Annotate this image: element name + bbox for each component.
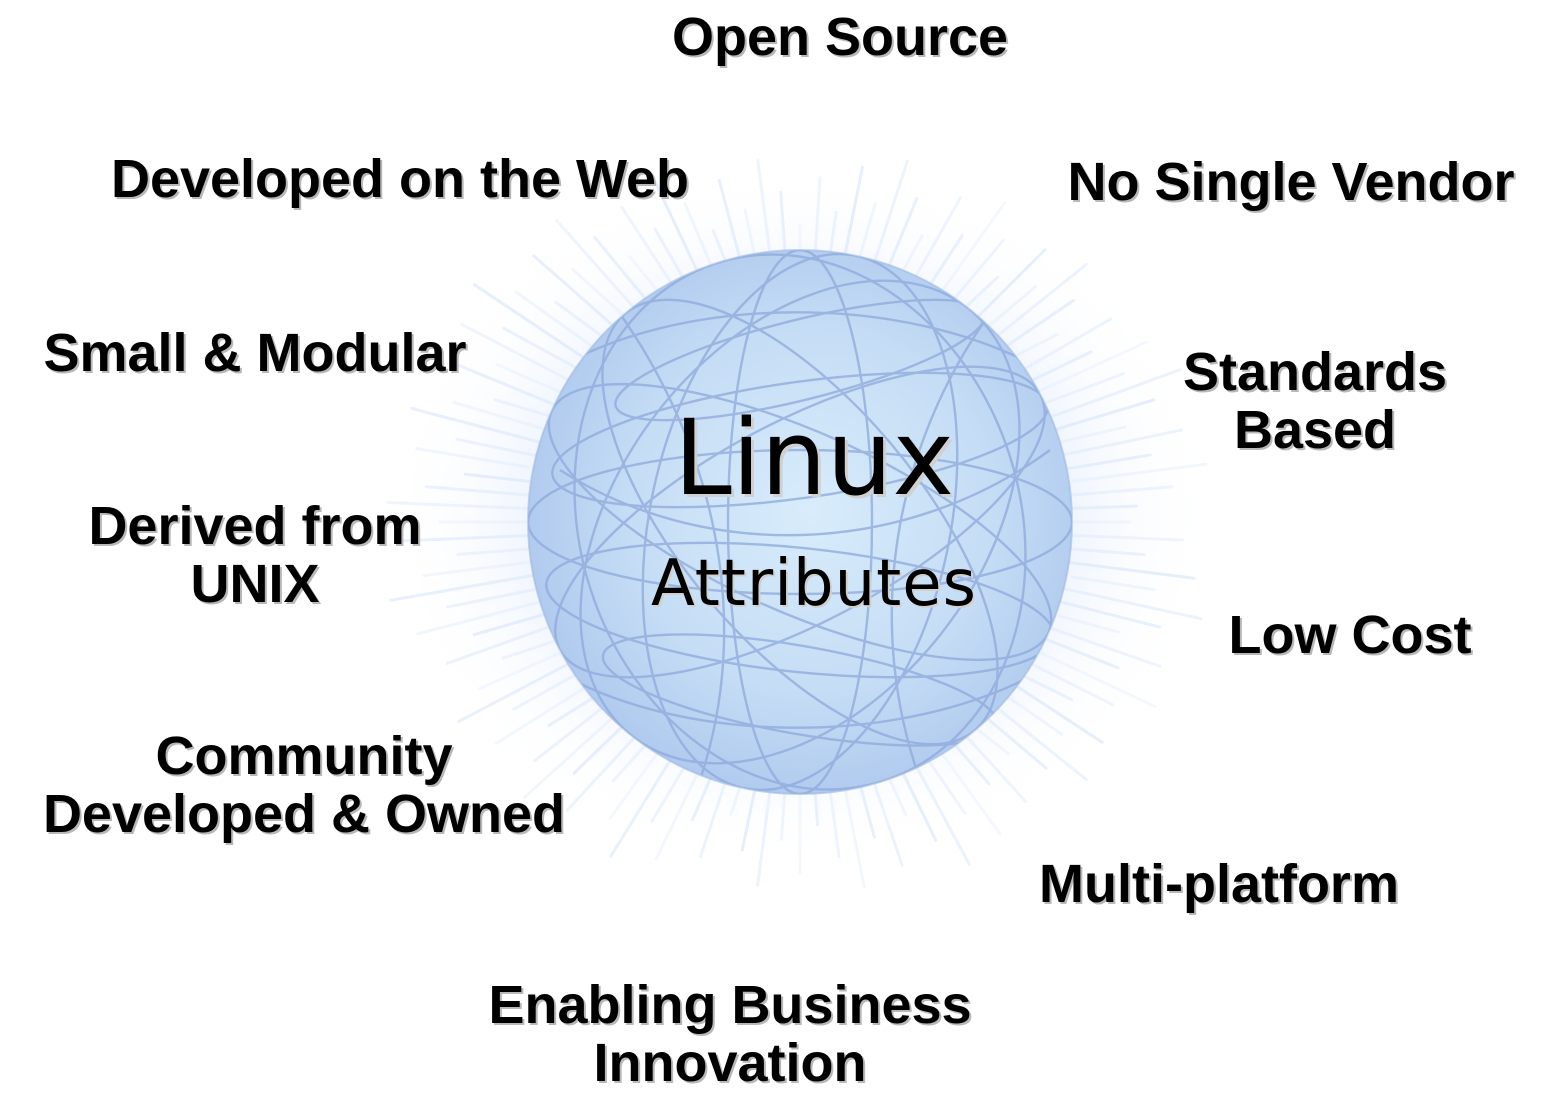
glow-ray <box>840 165 864 270</box>
glow-ray <box>1071 504 1138 510</box>
glow-ray <box>654 759 706 861</box>
glow-ray <box>1030 368 1182 426</box>
glow-ray <box>389 570 555 602</box>
glow-ray <box>1032 340 1148 396</box>
attribute-standards-based: Standards Based <box>1182 342 1448 460</box>
glow-ray <box>445 618 570 665</box>
glow-ray <box>1049 612 1120 634</box>
glow-ray <box>974 726 1010 755</box>
glow-ray <box>869 772 904 867</box>
glow-ray <box>547 693 600 727</box>
glow-ray <box>1061 546 1146 557</box>
glow-ray <box>1054 462 1208 485</box>
attribute-derived-from-unix: Derived from UNIX <box>88 496 422 614</box>
glow-ray <box>402 534 529 543</box>
glow-ray <box>650 760 690 823</box>
glow-ray <box>456 546 537 556</box>
glow-ray <box>985 698 1088 782</box>
attribute-no-single-vendor: No Single Vendor <box>1067 152 1515 212</box>
attribute-low-cost: Low Cost <box>1228 605 1472 665</box>
glow-ray <box>1015 333 1059 357</box>
glow-ray <box>1053 425 1127 445</box>
glow-ray <box>924 755 967 815</box>
glow-ray <box>460 323 578 386</box>
glow-ray <box>985 262 1088 346</box>
glow-ray <box>1066 560 1196 580</box>
glow-ray <box>959 275 999 313</box>
glow-ray <box>472 609 558 637</box>
glow-ray <box>501 640 555 660</box>
glow-ray <box>424 485 539 498</box>
glow-ray <box>1055 533 1184 542</box>
glow-ray <box>522 702 629 800</box>
glow-ray <box>1000 298 1075 351</box>
glow-ray <box>856 201 877 266</box>
glow-ray <box>1050 627 1162 668</box>
glow-ray <box>980 712 1048 770</box>
glow-ray <box>1064 428 1183 456</box>
glow-ray <box>533 698 615 763</box>
glow-ray <box>478 648 568 690</box>
glow-ray <box>532 254 620 332</box>
glow-ray <box>415 447 530 469</box>
glow-ray <box>1070 575 1156 592</box>
glow-ray <box>1047 597 1161 629</box>
glow-ray <box>571 268 626 318</box>
glow-ray <box>1063 485 1174 498</box>
glow-ray <box>422 559 546 578</box>
glow-ray <box>452 400 551 432</box>
glow-ray <box>457 656 581 723</box>
glow-ray <box>502 326 580 371</box>
attribute-community-developed-owned: Community Developed & Owned <box>42 726 566 844</box>
attribute-developed-on-web: Developed on the Web <box>110 149 690 209</box>
glow-ray <box>416 599 547 636</box>
glow-ray <box>410 407 553 447</box>
glow-ray <box>933 742 1002 836</box>
glow-ray <box>445 588 536 609</box>
glow-ray <box>620 205 676 289</box>
glow-ray <box>493 398 550 417</box>
glow-ray <box>494 687 585 745</box>
center-subtitle: Attributes <box>651 547 977 621</box>
glow-ray <box>910 196 962 284</box>
glow-ray <box>1045 372 1125 404</box>
attribute-enabling-business-innovation: Enabling Business Innovation <box>488 975 972 1093</box>
glow-ray <box>1020 673 1074 702</box>
glow-ray <box>1023 644 1157 708</box>
glow-ray <box>463 472 534 484</box>
center-title: Linux <box>673 397 955 519</box>
globe-rays <box>386 158 1208 889</box>
glow-ray <box>1022 658 1115 707</box>
attribute-multi-platform: Multi-platform <box>1039 854 1399 914</box>
attribute-open-source: Open Source <box>671 7 1009 67</box>
glow-ray <box>565 731 641 812</box>
attribute-small-modular: Small & Modular <box>43 323 467 383</box>
glow-ray <box>1042 398 1156 435</box>
glow-ray <box>1044 583 1203 621</box>
glow-ray <box>386 501 545 511</box>
